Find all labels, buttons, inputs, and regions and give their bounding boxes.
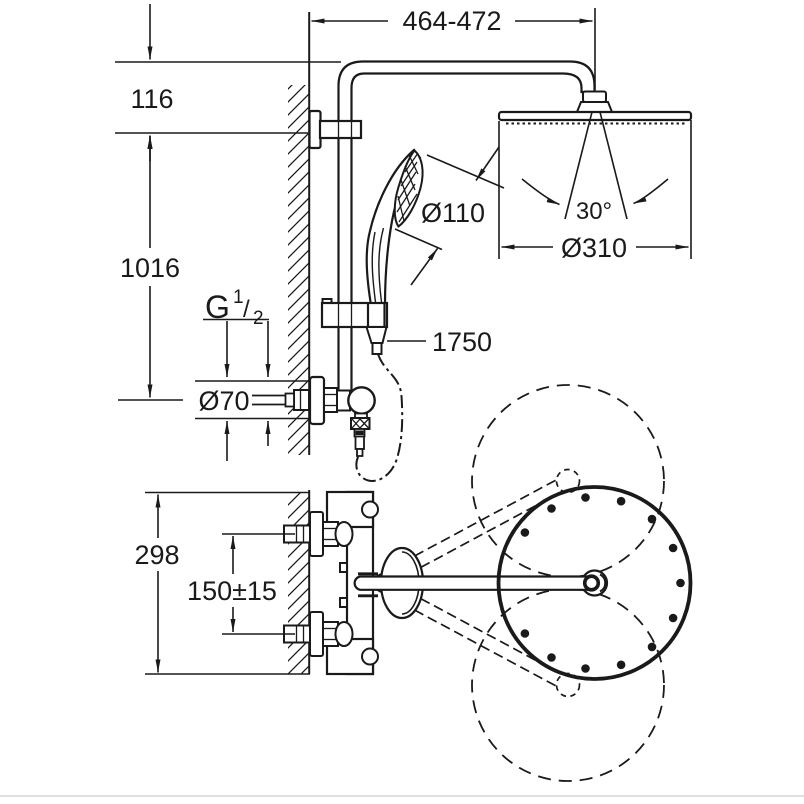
thread-label-denominator: 2 (253, 308, 264, 329)
hand-shower-front (365, 148, 424, 307)
head-shower-swivel-down (471, 588, 665, 782)
dim-arm-reach: 464-472 (402, 6, 501, 36)
hand-shower-face (393, 149, 424, 228)
handle-top-plan (325, 490, 375, 529)
dim-spray-angle: 30° (576, 198, 612, 225)
dim-rail-length: 1016 (120, 253, 180, 283)
dimension-labels: 464-472 116 1016 G 1 / 2 Ø70 Ø110 30° Ø3… (120, 6, 627, 606)
nozzle-dots (520, 493, 685, 673)
head-shower-front (497, 90, 693, 125)
dim-overall-width: 298 (134, 540, 179, 570)
wall-section-front (288, 12, 311, 455)
shower-arm-plan (353, 569, 609, 598)
dim-headshower-dia: Ø310 (561, 233, 627, 263)
slide-bracket (320, 298, 389, 355)
thermostat-valve-front (308, 375, 376, 457)
diverter-ball (347, 386, 376, 415)
riser-and-shower-arm-pipe (337, 60, 596, 393)
thread-label-slash: / (243, 296, 250, 323)
spray-cone-lines (564, 111, 628, 220)
head-shower-plan (496, 485, 693, 681)
wall-bracket-top (308, 109, 363, 150)
dim-top-offset: 116 (130, 84, 173, 114)
dim-connection-spacing: 150±15 (187, 576, 277, 606)
dim-handshower-dia: Ø110 (421, 198, 485, 228)
dimension-graphics (115, 4, 692, 675)
ball-joint-plan (582, 574, 601, 592)
thread-label-g: G (205, 289, 230, 325)
thread-label-numerator: 1 (233, 287, 244, 308)
dim-hose-length: 1750 (432, 327, 492, 357)
wall-section-plan (288, 490, 311, 674)
supply-connection-front (252, 389, 310, 411)
head-shower-swivel-up (471, 384, 665, 578)
shower-hose (355, 353, 404, 482)
dim-escutcheon-dia: Ø70 (198, 386, 249, 416)
